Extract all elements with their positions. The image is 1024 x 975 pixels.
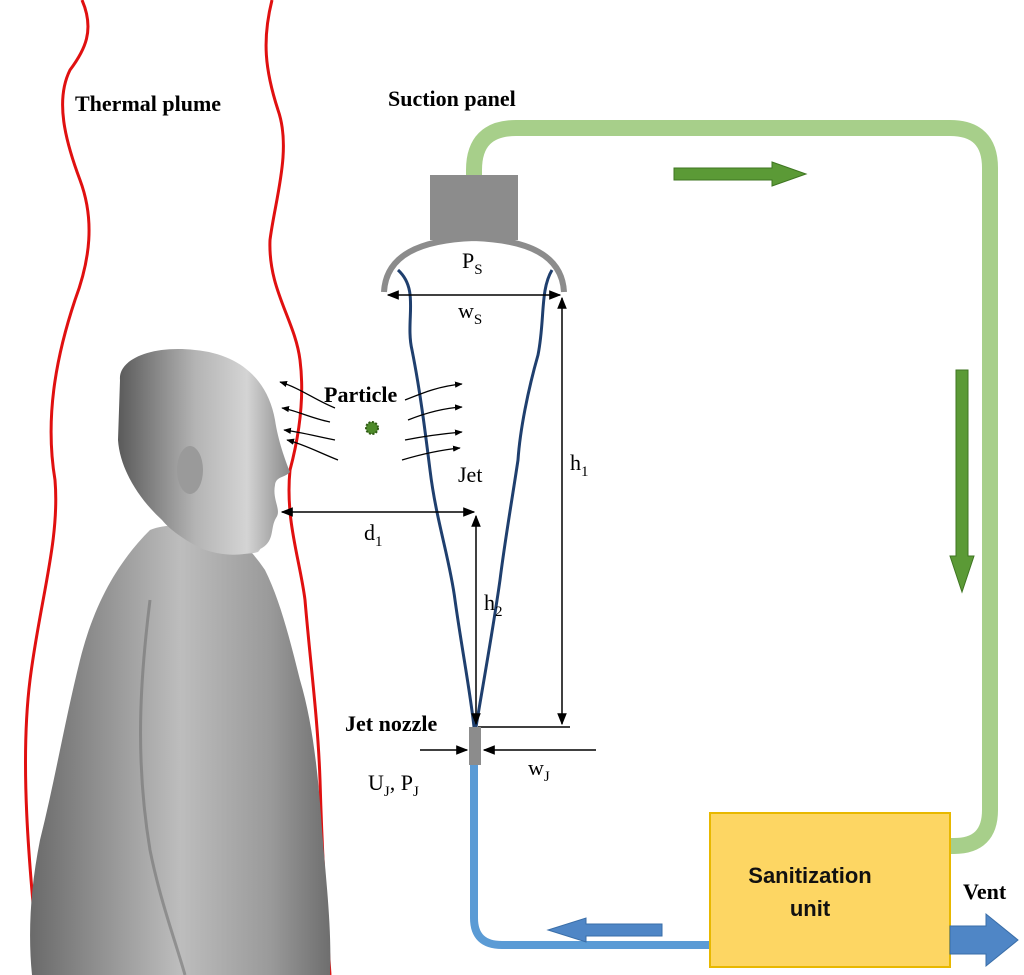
jet-right-line xyxy=(474,269,554,728)
thermal-plume-label: Thermal plume xyxy=(75,91,221,116)
h1-symbol: h1 xyxy=(570,450,589,480)
flow-arrow xyxy=(407,404,463,421)
suction-panel-label: Suction panel xyxy=(388,86,516,111)
uj-pj-symbols: UJ, PJ xyxy=(368,770,419,800)
particle-flow-arrows xyxy=(279,381,463,461)
vent-arrow xyxy=(949,912,1019,968)
sanitization-label-line2: unit xyxy=(790,896,831,921)
suction-panel xyxy=(381,175,567,293)
h2-symbol: h2 xyxy=(484,590,503,620)
flow-arrow xyxy=(286,438,339,461)
sanitization-unit: Sanitization unit xyxy=(709,812,951,968)
flow-arrow xyxy=(283,427,336,441)
jet-nozzle xyxy=(469,727,481,765)
d1-symbol: d1 xyxy=(364,520,383,550)
sanitization-box xyxy=(709,812,951,968)
jet-label: Jet xyxy=(458,462,482,487)
flow-arrow xyxy=(281,405,331,423)
ws-symbol: wS xyxy=(458,298,482,328)
jet-boundaries xyxy=(396,268,554,728)
plume-left-line xyxy=(23,0,91,975)
supply-duct xyxy=(470,764,712,949)
flow-arrow xyxy=(404,429,463,441)
particle-icon xyxy=(365,421,379,435)
particle-label: Particle xyxy=(324,382,398,407)
human-arm xyxy=(139,599,187,975)
return-duct xyxy=(466,120,998,854)
human-ear xyxy=(177,446,203,494)
suction-hood xyxy=(381,234,567,293)
flow-arrow xyxy=(401,445,461,461)
flow-arrow xyxy=(279,381,336,409)
vent-label: Vent xyxy=(963,879,1007,904)
return-arrow-down xyxy=(949,369,975,594)
human-figure xyxy=(30,349,331,975)
jet-left-line xyxy=(396,268,476,728)
human-body xyxy=(30,525,331,975)
supply-arrow-left xyxy=(546,917,663,943)
human-head xyxy=(118,349,290,555)
return-arrow-right xyxy=(673,161,808,187)
flow-arrow xyxy=(404,381,463,401)
wj-symbol: wJ xyxy=(528,755,550,785)
jet-nozzle-label: Jet nozzle xyxy=(345,711,437,736)
ps-symbol: PS xyxy=(462,248,483,278)
sanitization-label-line1: Sanitization xyxy=(748,863,871,888)
suction-box xyxy=(430,175,518,240)
